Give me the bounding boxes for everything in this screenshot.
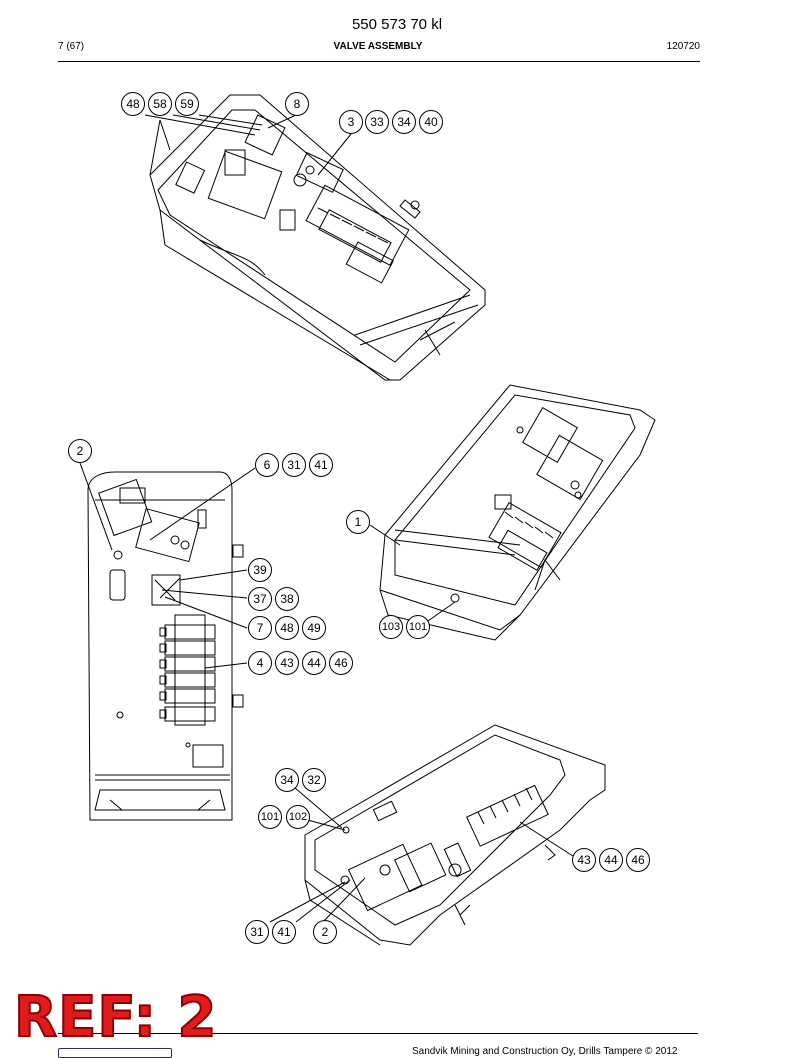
callout-40: 40 [419, 110, 443, 134]
callout-31: 31 [245, 920, 269, 944]
callout-33: 33 [365, 110, 389, 134]
footer-copyright: Sandvik Mining and Construction Oy, Dril… [412, 1046, 678, 1057]
view-2-middle-block [151, 574, 181, 606]
view-3-valve-bank [488, 501, 562, 571]
callout-32: 32 [302, 768, 326, 792]
callout-31: 31 [282, 453, 306, 477]
view-2-top-valve [98, 478, 207, 563]
callout-2: 2 [313, 920, 337, 944]
callout-102: 102 [286, 805, 310, 829]
callout-34: 34 [275, 768, 299, 792]
callout-39: 39 [248, 558, 272, 582]
callout-7: 7 [248, 616, 272, 640]
callout-41: 41 [309, 453, 333, 477]
view-4-rear-valve-bank [466, 784, 549, 847]
callout-58: 58 [148, 92, 172, 116]
callout-1: 1 [346, 510, 370, 534]
callout-44: 44 [599, 848, 623, 872]
callout-49: 49 [302, 616, 326, 640]
header-rule [58, 61, 700, 62]
callout-44: 44 [302, 651, 326, 675]
view-4-frame [269, 724, 606, 946]
callout-37: 37 [248, 587, 272, 611]
view-1-valve-bank [305, 184, 410, 284]
callout-4: 4 [248, 651, 272, 675]
view-1-frame [144, 94, 486, 381]
revision-code: 120720 [666, 41, 700, 52]
sandvik-logo [58, 1048, 172, 1058]
callout-48: 48 [275, 616, 299, 640]
callout-101: 101 [258, 805, 282, 829]
footer-rule [58, 1033, 698, 1034]
callout-48: 48 [121, 92, 145, 116]
view-4-front-valve [340, 842, 472, 912]
callout-46: 46 [329, 651, 353, 675]
callout-3: 3 [339, 110, 363, 134]
view-3-valve [516, 406, 604, 501]
callout-43: 43 [275, 651, 299, 675]
callout-43: 43 [572, 848, 596, 872]
view-2-valve-stack [159, 614, 216, 726]
callout-46: 46 [626, 848, 650, 872]
callout-2: 2 [68, 439, 92, 463]
view-2-plan [79, 462, 256, 821]
callout-6: 6 [255, 453, 279, 477]
callout-59: 59 [175, 92, 199, 116]
view-3-frame [369, 384, 656, 641]
page-counter: 7 (67) [58, 41, 85, 52]
callout-41: 41 [272, 920, 296, 944]
callout-103: 103 [379, 615, 403, 639]
callout-8: 8 [285, 92, 309, 116]
document-number: 550 573 70 kl [351, 16, 443, 33]
ref-stamp: REF: 2 [13, 985, 218, 1050]
callout-38: 38 [275, 587, 299, 611]
callout-34: 34 [392, 110, 416, 134]
callout-101: 101 [406, 615, 430, 639]
page-title: VALVE ASSEMBLY [333, 41, 423, 52]
